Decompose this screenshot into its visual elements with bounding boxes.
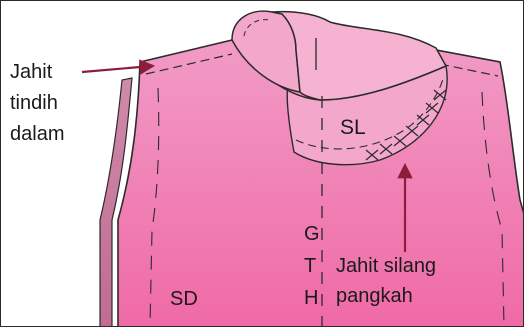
label-center-t: T bbox=[304, 255, 316, 277]
label-facing: SL bbox=[340, 116, 366, 139]
label-cross-stitch-1: Jahit silang bbox=[336, 255, 436, 277]
label-inner-overlap-2: tindih bbox=[10, 92, 58, 114]
label-cross-stitch-2: pangkah bbox=[336, 285, 413, 307]
label-inner-overlap-3: dalam bbox=[10, 123, 64, 145]
label-center-g: G bbox=[304, 223, 320, 245]
label-center-h: H bbox=[304, 287, 318, 309]
label-front-piece: SD bbox=[170, 288, 198, 310]
label-inner-overlap-1: Jahit bbox=[10, 61, 53, 83]
